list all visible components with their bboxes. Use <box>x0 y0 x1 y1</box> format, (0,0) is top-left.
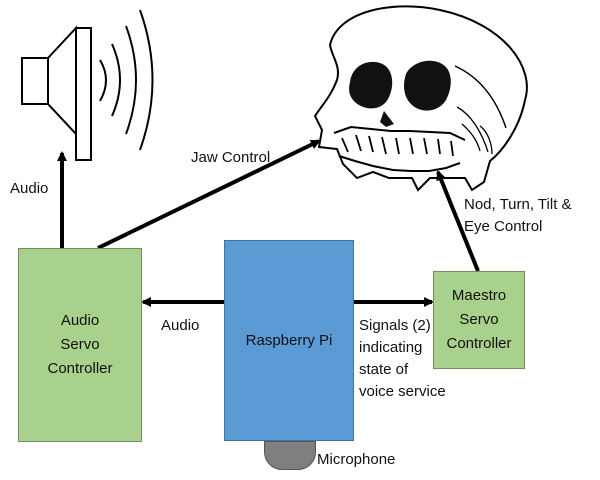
nod-turn-tilt-eye-control-label: Nod, Turn, Tilt & Eye Control <box>464 196 572 235</box>
microphone-icon <box>264 441 316 470</box>
audio-up-label: Audio <box>10 180 49 197</box>
raspberry-pi-box: Raspberry Pi <box>224 240 354 441</box>
audio-servo-controller-box: Audio Servo Controller <box>18 248 142 442</box>
jaw-control-arrow <box>97 139 321 250</box>
audio-left-label: Audio <box>161 317 200 334</box>
skull-icon <box>313 5 528 192</box>
maestro-servo-controller-box: Maestro Servo Controller <box>433 271 525 369</box>
maestro-control-arrow <box>436 170 480 272</box>
microphone-label: Microphone <box>317 451 396 468</box>
speaker-icon <box>21 9 154 161</box>
jaw-control-label: Jaw Control <box>191 149 271 166</box>
signals-label: Signals (2) indicating state of voice se… <box>359 317 446 400</box>
